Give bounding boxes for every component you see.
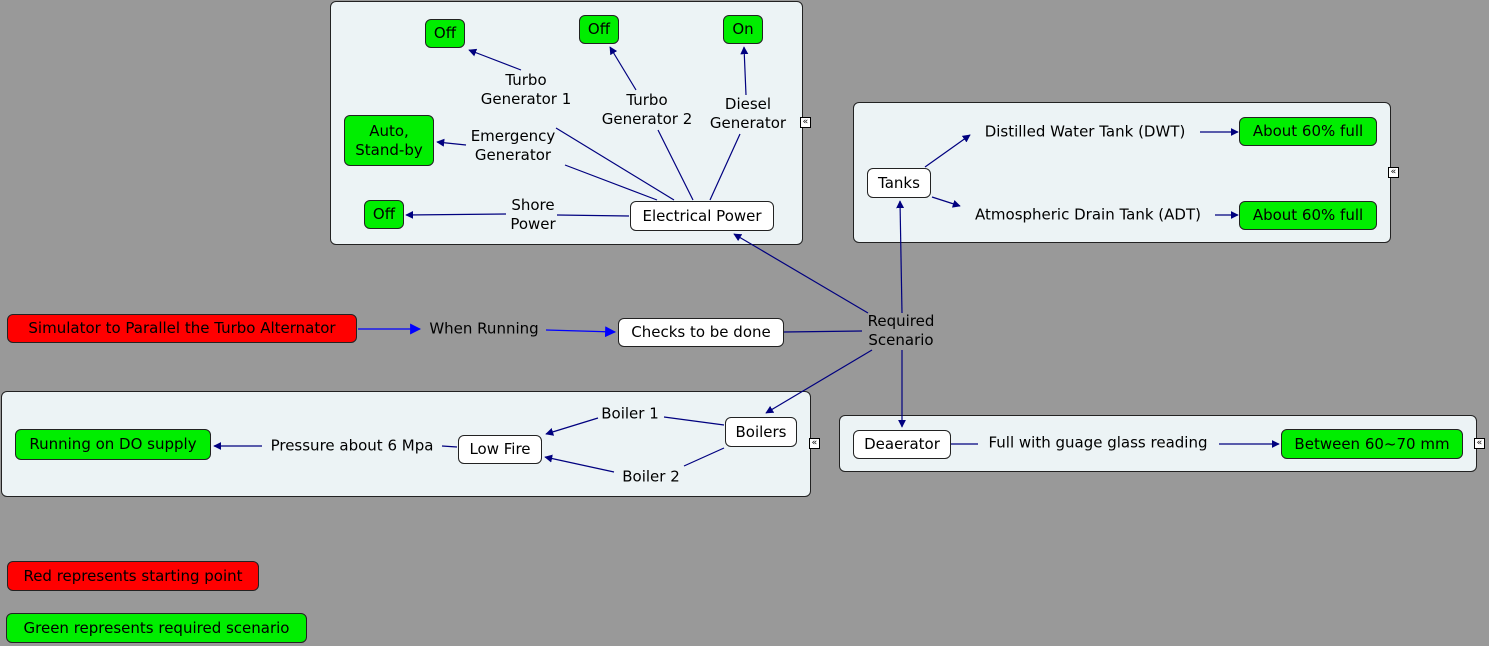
adt-state-node[interactable]: About 60% full <box>1239 201 1377 230</box>
legend-green: Green represents required scenario <box>6 613 307 643</box>
shore-power-label: Shore Power <box>510 196 556 233</box>
emergency-gen-label: Emergency Generator <box>470 127 556 164</box>
turbo-gen-2-label: Turbo Generator 2 <box>601 91 693 128</box>
boiler-1-label: Boiler 1 <box>601 404 659 423</box>
pressure-label: Pressure about 6 Mpa <box>270 436 434 455</box>
when-running-label: When Running <box>429 319 539 338</box>
collapse-double-chevron-icon[interactable]: « <box>800 117 811 128</box>
adt-label: Atmospheric Drain Tank (ADT) <box>975 205 1201 224</box>
start-node[interactable]: Simulator to Parallel the Turbo Alternat… <box>7 314 357 343</box>
dwt-state-node[interactable]: About 60% full <box>1239 117 1377 146</box>
deaerator-state-node[interactable]: Between 60~70 mm <box>1281 429 1463 459</box>
tanks-node[interactable]: Tanks <box>867 168 931 198</box>
dwt-label: Distilled Water Tank (DWT) <box>984 122 1186 141</box>
collapse-double-chevron-icon[interactable]: « <box>809 438 820 449</box>
diesel-gen-label: Diesel Generator <box>709 95 787 132</box>
turbo-gen-2-state-node[interactable]: Off <box>579 15 619 44</box>
collapse-double-chevron-icon[interactable]: « <box>1474 438 1485 449</box>
shore-power-state-node[interactable]: Off <box>364 200 404 229</box>
collapse-double-chevron-icon[interactable]: « <box>1388 167 1399 178</box>
deaerator-node[interactable]: Deaerator <box>853 430 951 459</box>
turbo-gen-1-label: Turbo Generator 1 <box>480 71 572 108</box>
legend-red: Red represents starting point <box>7 561 259 591</box>
required-scenario-label: Required Scenario <box>867 312 935 349</box>
do-supply-node[interactable]: Running on DO supply <box>15 429 211 460</box>
emergency-gen-state-node[interactable]: Auto, Stand-by <box>344 115 434 166</box>
full-gauge-label: Full with guage glass reading <box>988 433 1208 452</box>
electrical-power-node[interactable]: Electrical Power <box>630 201 774 231</box>
low-fire-node[interactable]: Low Fire <box>458 435 542 464</box>
turbo-gen-1-state-node[interactable]: Off <box>425 19 465 48</box>
diesel-gen-state-node[interactable]: On <box>723 15 763 44</box>
boilers-node[interactable]: Boilers <box>725 417 797 447</box>
boiler-2-label: Boiler 2 <box>622 467 680 486</box>
checks-node[interactable]: Checks to be done <box>618 318 784 347</box>
